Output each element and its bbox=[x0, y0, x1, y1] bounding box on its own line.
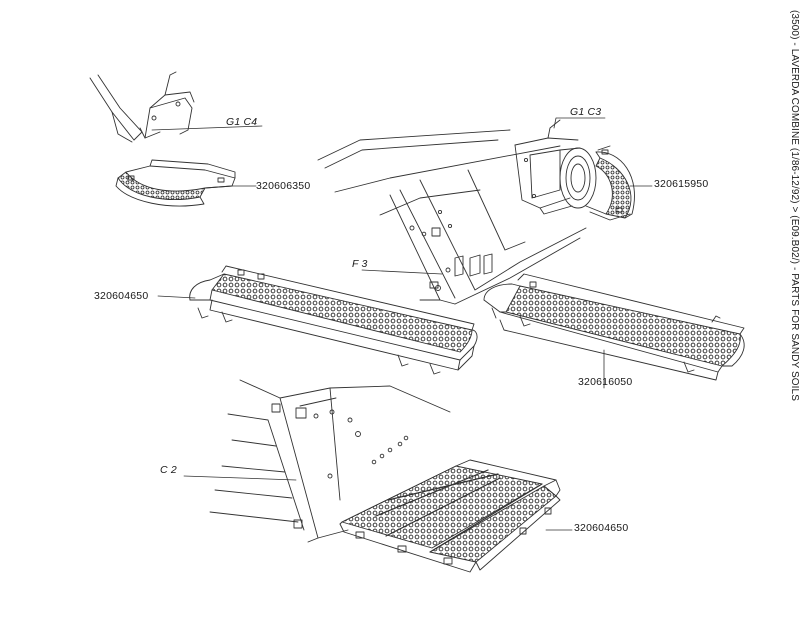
curved-grate-small bbox=[115, 159, 236, 207]
long-grate-right bbox=[483, 273, 745, 381]
leader-g1c3 bbox=[553, 117, 606, 129]
part-number-small-curved-grate: 320606350 bbox=[256, 180, 311, 192]
part-number-long-grate-right: 320616050 bbox=[578, 376, 633, 388]
long-grate-left bbox=[189, 265, 478, 375]
central-frame bbox=[317, 129, 587, 305]
ref-label-c2: C 2 bbox=[160, 464, 177, 476]
ref-label-g1c4: G1 C4 bbox=[226, 116, 258, 128]
ref-label-g1c3: G1 C3 bbox=[570, 106, 602, 118]
part-number-long-grate-left: 320604650 bbox=[94, 290, 149, 302]
leader-f3 bbox=[361, 269, 443, 275]
part-number-flat-grate: 320604650 bbox=[574, 522, 629, 534]
leader-lines bbox=[151, 117, 653, 531]
part-number-curved-grate-right: 320615950 bbox=[654, 178, 709, 190]
beater-housing bbox=[514, 119, 597, 215]
leader-p3 bbox=[157, 295, 196, 299]
leader-g1c4 bbox=[151, 125, 263, 131]
flat-grate bbox=[339, 459, 561, 573]
ref-label-f3: F 3 bbox=[352, 258, 368, 270]
frame-bracket-top-left bbox=[89, 71, 195, 143]
lower-frame bbox=[209, 379, 451, 543]
curved-grate-right bbox=[585, 145, 635, 221]
page-title: (3500) - LAVERDA COMBINE (1/86-12/92) > … bbox=[789, 10, 800, 401]
leader-c2 bbox=[183, 475, 297, 481]
